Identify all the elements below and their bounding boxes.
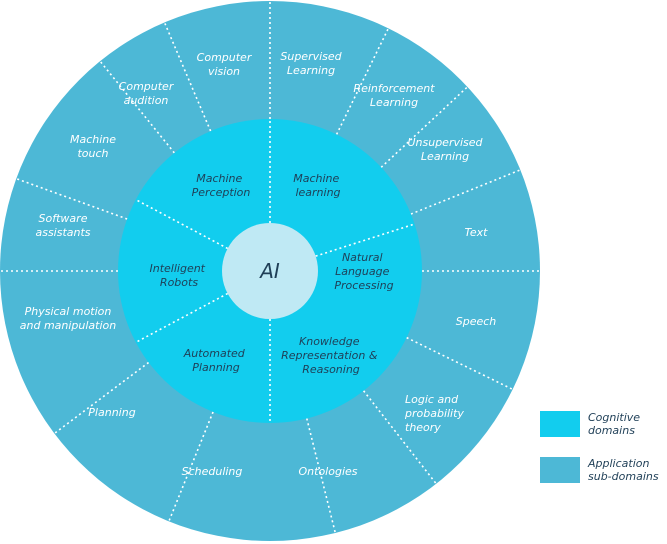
cognitive-label-machine-perception: Machine Perception [192, 172, 251, 199]
center-circle [222, 223, 318, 319]
subdomain-label-speech: Speech [456, 315, 497, 328]
legend-item-application: Application sub-domains [540, 457, 659, 483]
cognitive-swatch [540, 411, 580, 437]
subdomain-label-scheduling: Scheduling [182, 465, 243, 478]
cognitive-label-knowledge-representation: Knowledge Representation & Reasoning [281, 335, 381, 376]
inner-divider-1 [315, 223, 415, 257]
cognitive-label-nlp: Natural Language Processing [334, 251, 393, 292]
legend-label-cognitive: Cognitive domains [588, 411, 641, 437]
inner-divider-4 [135, 198, 228, 250]
cognitive-label-intelligent-robots: Intelligent Robots [150, 262, 209, 289]
legend-item-cognitive: Cognitive domains [540, 411, 640, 437]
subdomain-label-text: Text [465, 226, 489, 239]
cognitive-label-automated-planning: Automated Planning [183, 347, 249, 374]
cognitive-label-machine-learning: Machine learning [293, 172, 343, 199]
center-label: AI [258, 259, 280, 283]
subdomain-label-planning: Planning [88, 406, 135, 419]
inner-ring-dividers [135, 119, 415, 423]
application-swatch [540, 457, 580, 483]
legend-label-application: Application sub-domains [588, 457, 659, 483]
subdomain-label-ontologies: Ontologies [299, 465, 358, 478]
inner-divider-3 [135, 292, 228, 344]
